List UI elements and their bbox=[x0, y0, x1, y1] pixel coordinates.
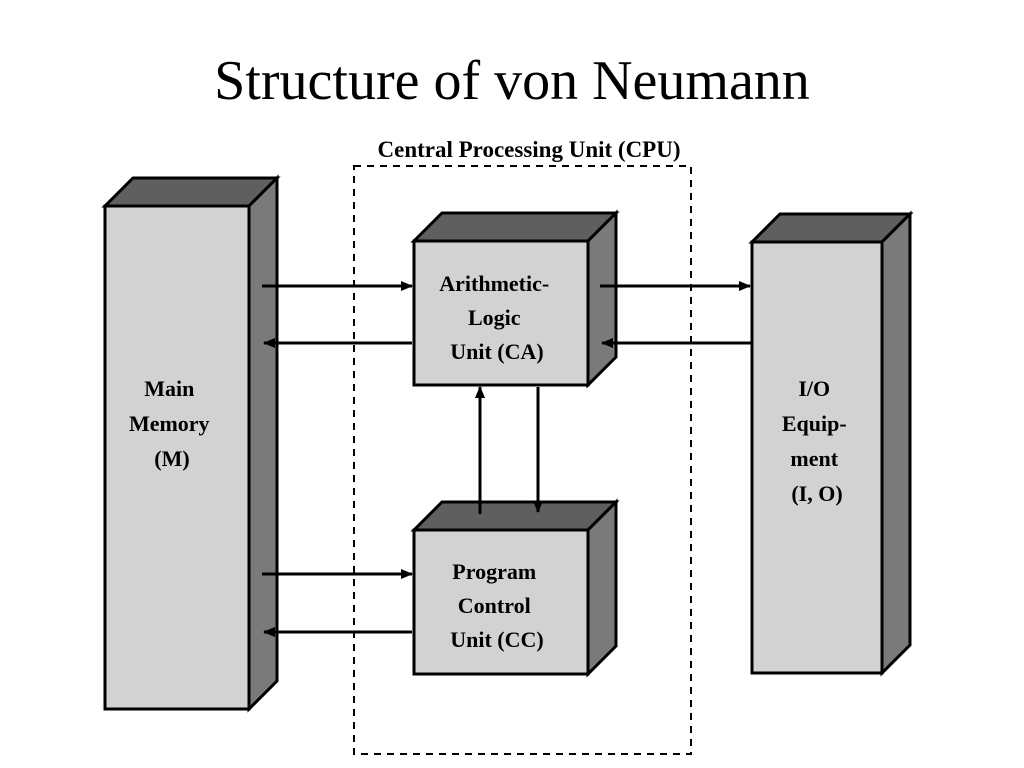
alu-label: Arithmetic- Logic Unit (CA) bbox=[439, 271, 554, 364]
alu-top-face bbox=[410, 211, 620, 243]
alu-label-line-3: Unit (CA) bbox=[450, 339, 544, 364]
main-memory-label-line-3: (M) bbox=[154, 446, 189, 471]
pcu-front-face bbox=[412, 528, 590, 676]
io-label: I/O Equip- ment (I, O) bbox=[782, 376, 852, 506]
page-title: Structure of von Neumann bbox=[214, 50, 810, 112]
io-label-line-2: Equip- bbox=[782, 411, 847, 436]
pcu-top-face bbox=[410, 500, 620, 532]
program-control-unit-box: Program Control Unit (CC) bbox=[410, 498, 620, 678]
pcu-label-line-2: Control bbox=[458, 593, 531, 618]
alu-front-face bbox=[412, 239, 590, 387]
main-memory-label-line-2: Memory bbox=[129, 411, 210, 436]
main-memory-front-face bbox=[103, 204, 251, 711]
alu-box: Arithmetic- Logic Unit (CA) bbox=[410, 209, 620, 389]
main-memory-label: Main Memory (M) bbox=[129, 376, 215, 471]
cpu-dashed-frame bbox=[353, 165, 692, 755]
alu-label-line-2: Logic bbox=[468, 305, 521, 330]
pcu-label-line-1: Program bbox=[452, 559, 536, 584]
io-equipment-box: I/O Equip- ment (I, O) bbox=[748, 210, 914, 677]
main-memory-label-line-1: Main bbox=[144, 376, 194, 401]
cpu-label: Central Processing Unit (CPU) bbox=[378, 137, 681, 162]
io-front-face bbox=[750, 240, 884, 675]
cpu-boundary: Central Processing Unit (CPU) bbox=[353, 137, 692, 755]
main-memory-box: Main Memory (M) bbox=[101, 174, 281, 713]
pcu-side-face bbox=[586, 498, 618, 678]
pcu-label: Program Control Unit (CC) bbox=[450, 559, 544, 652]
connections bbox=[262, 281, 752, 637]
alu-side-face bbox=[586, 209, 618, 389]
io-label-line-1: I/O bbox=[798, 376, 830, 401]
io-label-line-3: ment bbox=[790, 446, 838, 471]
alu-label-line-1: Arithmetic- bbox=[439, 271, 549, 296]
io-label-line-4: (I, O) bbox=[791, 481, 842, 506]
main-memory-side-face bbox=[247, 174, 279, 713]
io-side-face bbox=[880, 210, 912, 677]
pcu-label-line-3: Unit (CC) bbox=[450, 627, 544, 652]
